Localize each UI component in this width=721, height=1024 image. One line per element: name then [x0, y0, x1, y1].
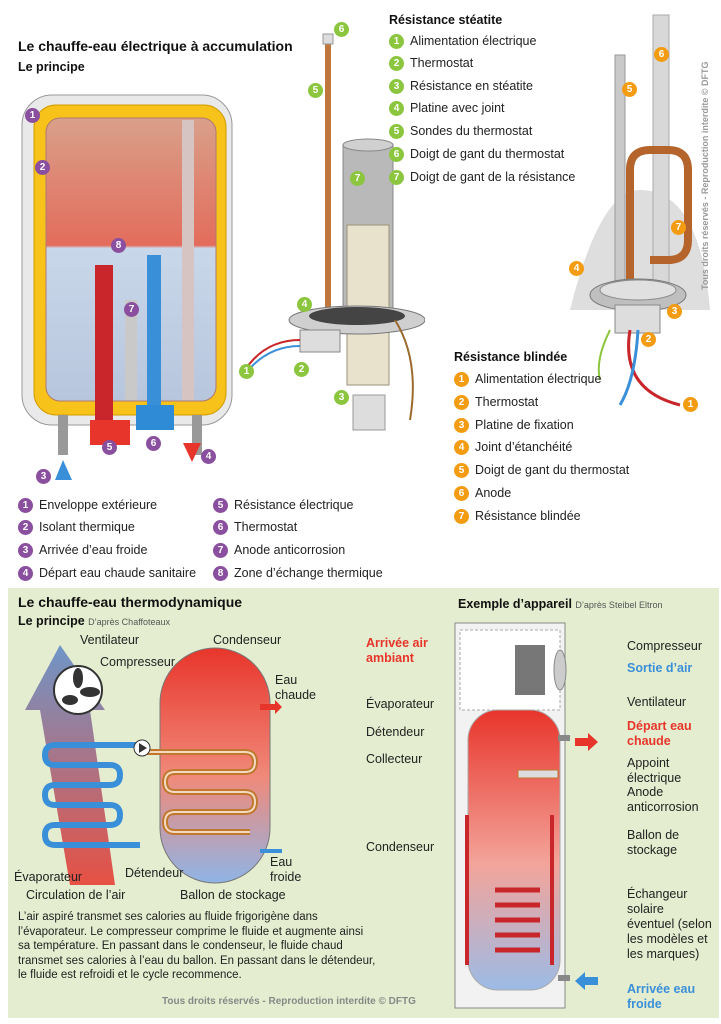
- accumulation-title: Le chauffe-eau électrique à accumulation: [18, 38, 293, 54]
- blindee-badge-6: 6: [654, 47, 669, 62]
- thermo-label-ballon: Ballon de stockage: [180, 888, 286, 902]
- thermo-label-evaporateur: Évaporateur: [14, 870, 83, 884]
- example-source: D’après Steibel Eltron: [575, 600, 663, 610]
- thermo-label-detendeur: Détendeur: [125, 866, 184, 880]
- heater-badge-6: 6: [146, 436, 161, 451]
- appliance-illustration: [454, 622, 598, 1009]
- blindee-badge-7: 7: [671, 220, 686, 235]
- heater-badge-1: 1: [25, 108, 40, 123]
- example-label-sortie-air: Sortie d’air: [627, 661, 693, 675]
- thermo-subtitle: Le principe D’après Chaffoteaux: [18, 614, 171, 628]
- example-label-arrivee-air: Arrivée air ambiant: [366, 636, 428, 665]
- example-label-arrivee-eau: Arrivée eau froide: [627, 982, 696, 1011]
- example-label-appoint: Appoint électrique: [627, 756, 682, 785]
- blindee-badge-5: 5: [622, 82, 637, 97]
- thermo-watermark: Tous droits réservés - Reproduction inte…: [162, 996, 416, 1007]
- accumulation-subtitle: Le principe: [18, 60, 85, 74]
- steatite-badge-4: 4: [297, 297, 312, 312]
- steatite-badge-3: 3: [334, 390, 349, 405]
- heater-badge-4: 4: [201, 449, 216, 464]
- steatite-badge-7: 7: [350, 171, 365, 186]
- blindee-badge-2: 2: [641, 332, 656, 347]
- blindee-badge-4: 4: [569, 261, 584, 276]
- steatite-badge-5: 5: [308, 83, 323, 98]
- heater-badge-8: 8: [111, 238, 126, 253]
- water-heater-illustration: [21, 94, 233, 480]
- heater-badge-5: 5: [102, 440, 117, 455]
- steatite-element-illustration: [245, 33, 425, 431]
- thermo-title: Le chauffe-eau thermodynamique: [18, 594, 243, 610]
- example-label-ballon: Ballon de stockage: [627, 828, 680, 857]
- example-label-echangeur: Échangeur solaire éventuel (selon les mo…: [627, 887, 712, 961]
- steatite-title: Résistance stéatite: [389, 13, 503, 27]
- thermo-label-ventilateur: Ventilateur: [80, 633, 140, 647]
- blindee-badge-1: 1: [683, 397, 698, 412]
- thermo-label-circulation: Circulation de l’air: [26, 888, 126, 902]
- thermo-principle-diagram: [25, 645, 282, 885]
- heater-badge-3: 3: [36, 469, 51, 484]
- example-label-collecteur: Collecteur: [366, 752, 423, 766]
- thermo-label-compresseur: Compresseur: [100, 655, 176, 669]
- thermo-explanation: L’air aspiré transmet ses calories au fl…: [18, 911, 376, 981]
- thermo-label-condenseur: Condenseur: [213, 633, 282, 647]
- example-label-depart-eau: Départ eau chaude: [627, 719, 692, 748]
- heater-badge-7: 7: [124, 302, 139, 317]
- example-label-condenseur: Condenseur: [366, 840, 435, 854]
- steatite-badge-2: 2: [294, 362, 309, 377]
- heater-badge-2: 2: [35, 160, 50, 175]
- example-label-detendeur: Détendeur: [366, 725, 425, 739]
- thermodynamic-panel: [8, 588, 719, 1018]
- blindee-badge-3: 3: [667, 304, 682, 319]
- thermo-label-eau-froide: Eau froide: [270, 855, 302, 884]
- blindee-title: Résistance blindée: [454, 350, 568, 364]
- example-title: Exemple d’appareil D’après Steibel Eltro…: [458, 597, 663, 611]
- example-label-evaporateur: Évaporateur: [366, 697, 435, 711]
- watermark-top: Tous droits réservés - Reproduction inte…: [700, 61, 710, 291]
- example-label-ventilateur: Ventilateur: [627, 695, 687, 709]
- steatite-badge-6: 6: [334, 22, 349, 37]
- thermo-source: D’après Chaffoteaux: [88, 617, 171, 627]
- example-label-compresseur: Compresseur: [627, 639, 703, 653]
- steatite-badge-1: 1: [239, 364, 254, 379]
- thermo-label-eau-chaude: Eau chaude: [275, 673, 317, 702]
- blindee-element-illustration: [570, 14, 710, 407]
- example-label-anode: Anode anticorrosion: [627, 785, 699, 814]
